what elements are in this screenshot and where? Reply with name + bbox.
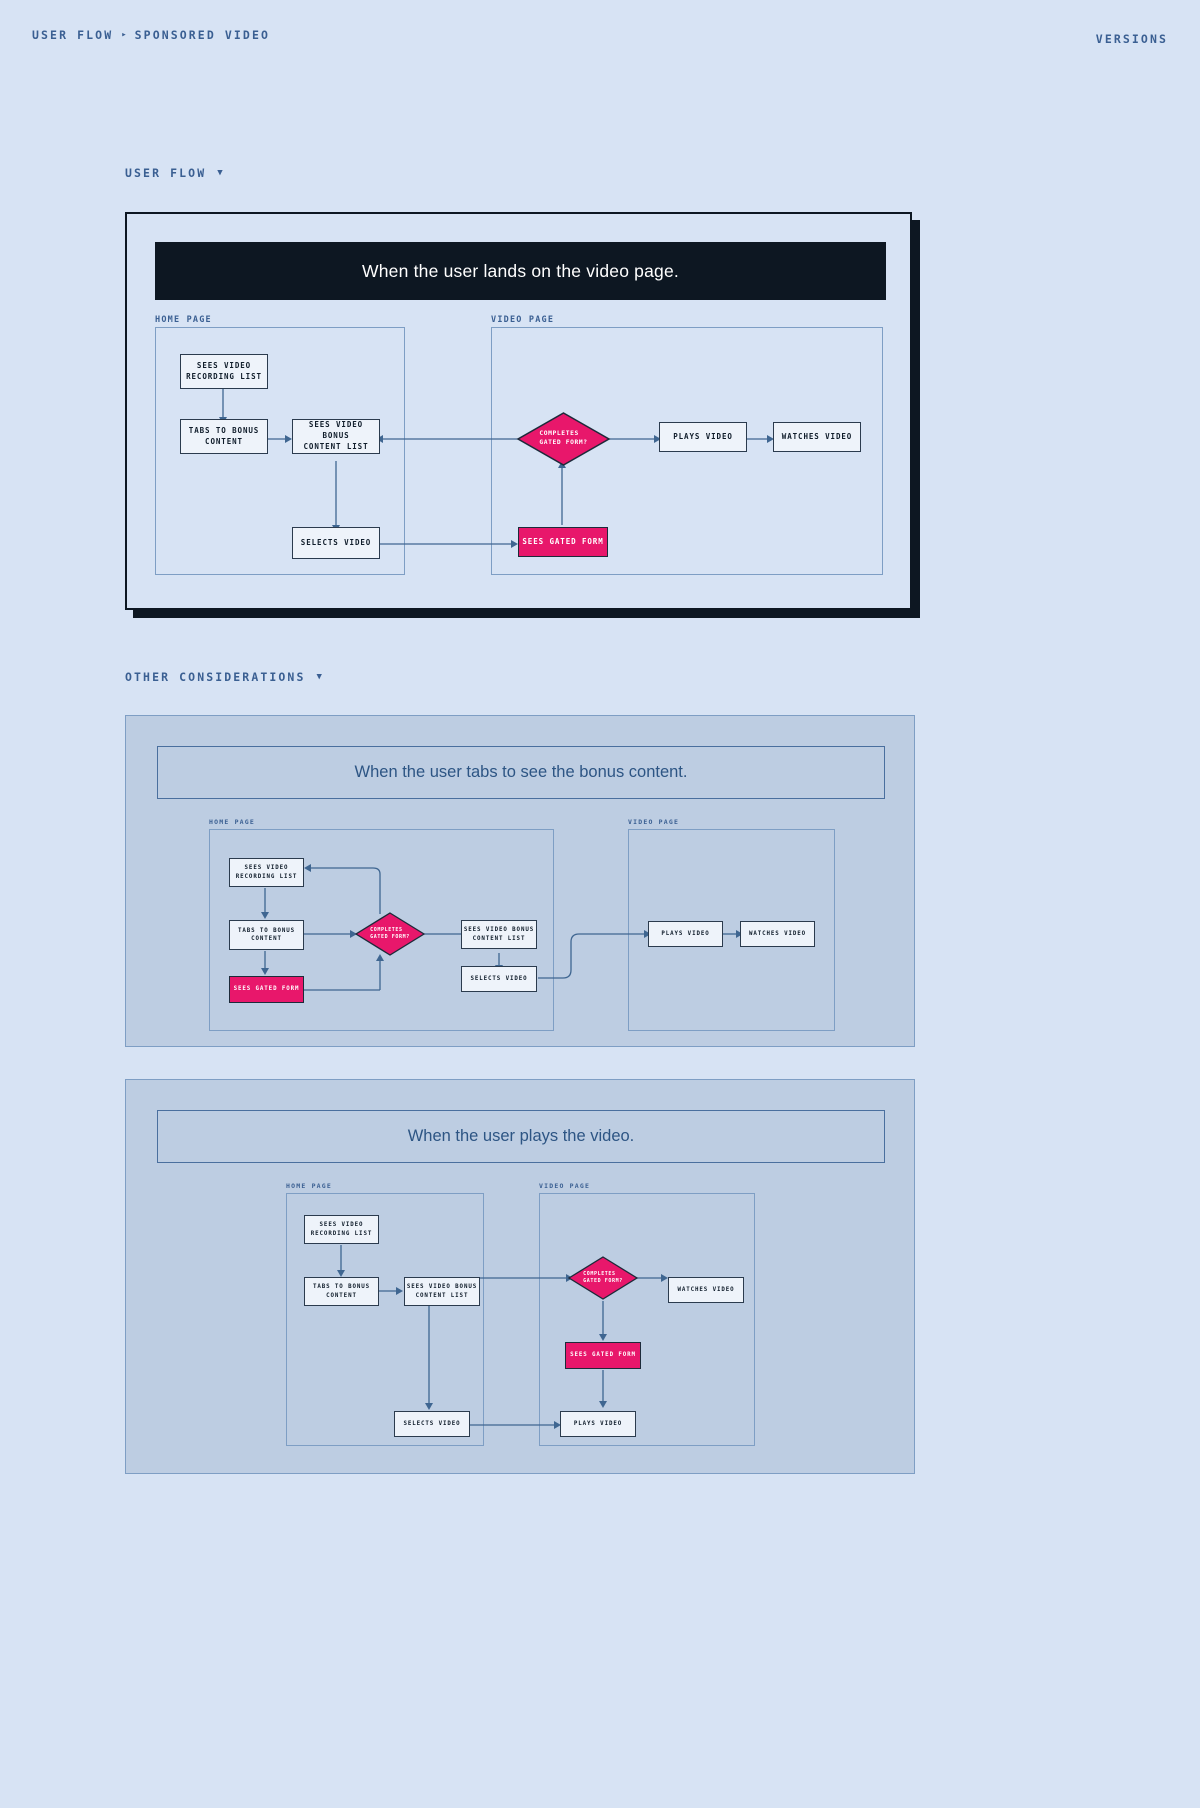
section-title: USER FLOW [125,166,207,180]
zone-home-page [286,1193,484,1446]
top-bar: USER FLOW ▸ SPONSORED VIDEO VERSIONS [0,28,1200,48]
zone-video-page [491,327,883,575]
node-plays-video[interactable]: PLAYS VIDEO [560,1411,636,1437]
zone-label-home-page: HOME PAGE [209,818,256,826]
node-label: WATCHES VIDEO [748,930,807,937]
zone-video-page [539,1193,755,1446]
node-sees-gated-form[interactable]: SEES GATED FORM [565,1342,641,1369]
node-label: PLAYS VIDEO [573,1420,623,1427]
node-selects-video[interactable]: SELECTS VIDEO [292,527,380,559]
card-banner: When the user tabs to see the bonus cont… [157,746,885,799]
node-watches-video[interactable]: WATCHES VIDEO [668,1277,744,1303]
card-user-tabs-to-bonus-content: When the user tabs to see the bonus cont… [125,715,915,1047]
card-banner: When the user plays the video. [157,1110,885,1163]
node-label: PLAYS VIDEO [673,431,733,441]
node-label: SEES GATED FORM [233,986,300,993]
node-label: PLAYS VIDEO [661,930,710,937]
node-label: SELECTS VIDEO [403,1420,461,1427]
zone-video-page [628,829,835,1031]
section-title: OTHER CONSIDERATIONS [125,670,306,684]
node-label: SELECTS VIDEO [470,975,528,982]
node-sees-gated-form[interactable]: SEES GATED FORM [518,527,608,557]
zone-label-video-page: VIDEO PAGE [539,1182,591,1190]
zone-label-video-page: VIDEO PAGE [628,818,680,826]
node-label: WATCHES VIDEO [677,1286,735,1293]
zone-home-page [209,829,554,1031]
node-label: SEES GATED FORM [522,536,604,546]
node-label: WATCHES VIDEO [781,431,853,441]
node-sees-gated-form[interactable]: SEES GATED FORM [229,976,304,1003]
node-watches-video[interactable]: WATCHES VIDEO [773,422,861,452]
versions-label: VERSIONS [1095,32,1168,46]
node-selects-video[interactable]: SELECTS VIDEO [461,966,537,992]
breadcrumb-root[interactable]: USER FLOW [32,28,114,42]
chevron-down-icon[interactable]: ▼ [217,168,223,178]
node-plays-video[interactable]: PLAYS VIDEO [659,422,747,452]
node-label: SELECTS VIDEO [300,537,372,547]
card-user-plays-the-video: When the user plays the video. HOME PAGE… [125,1079,915,1474]
zone-label-home-page: HOME PAGE [155,315,212,325]
zone-label-home-page: HOME PAGE [286,1182,333,1190]
node-plays-video[interactable]: PLAYS VIDEO [648,921,723,947]
flow-edges [337,1245,668,1429]
zone-label-video-page: VIDEO PAGE [491,315,555,325]
chevron-right-icon: ▸ [121,30,127,40]
flow-edges [219,385,774,548]
breadcrumb-current[interactable]: SPONSORED VIDEO [134,28,270,42]
node-watches-video[interactable]: WATCHES VIDEO [740,921,815,947]
card-user-lands-on-video-page: When the user lands on the video page. H… [125,212,912,610]
node-label: SEES GATED FORM [570,1352,636,1359]
chevron-down-icon[interactable]: ▼ [316,672,322,682]
section-header-other-considerations[interactable]: OTHER CONSIDERATIONS ▼ [125,670,322,684]
section-header-user-flow[interactable]: USER FLOW ▼ [125,166,223,180]
card-banner: When the user lands on the video page. [155,242,886,300]
node-selects-video[interactable]: SELECTS VIDEO [394,1411,470,1437]
breadcrumb: USER FLOW ▸ SPONSORED VIDEO [32,28,270,42]
zone-home-page [155,327,405,575]
versions-button[interactable]: VERSIONS [1096,28,1168,47]
